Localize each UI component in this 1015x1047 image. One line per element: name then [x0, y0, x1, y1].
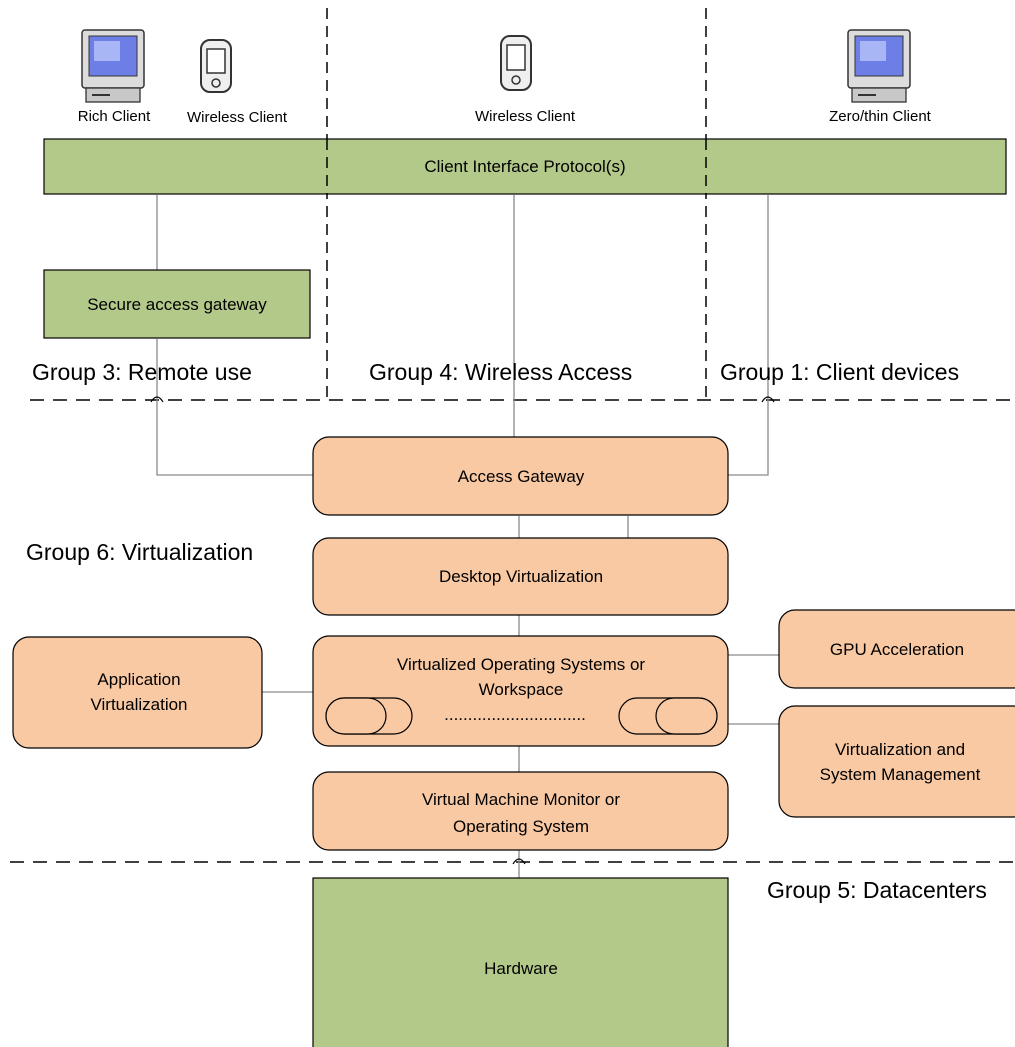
- wireless-client-left-label: Wireless Client: [187, 109, 288, 126]
- desktop-virtualization-box: [312, 537, 729, 616]
- zero-thin-client-label: Zero/thin Client: [829, 108, 932, 125]
- connectors: [156, 195, 780, 878]
- application-virtualization-label-line1: Application: [97, 670, 180, 689]
- hardware-box: [312, 877, 729, 1047]
- desktop-computer-icon: [847, 29, 911, 103]
- connector-client-path: [728, 195, 769, 476]
- virtualized-os-label-line2: Workspace: [479, 680, 564, 699]
- hop-mark: [761, 396, 775, 403]
- system-management-box: [778, 705, 1015, 818]
- hop-mark: [150, 396, 164, 403]
- workspace-capsule-right: [618, 697, 718, 735]
- gpu-acceleration-label: GPU Acceleration: [830, 640, 964, 659]
- access-gateway-label: Access Gateway: [458, 467, 585, 486]
- vmm-box: [312, 771, 729, 851]
- wireless-client-center-label: Wireless Client: [475, 108, 576, 125]
- group1-label: Group 1: Client devices: [720, 359, 959, 385]
- handheld-device-icon: [200, 39, 232, 93]
- system-management-label-line1: Virtualization and: [835, 740, 965, 759]
- crossing-hops: [150, 396, 775, 865]
- desktop-computer-icon: [81, 29, 145, 103]
- group6-label: Group 6: Virtualization: [26, 539, 253, 565]
- secure-access-gateway-label: Secure access gateway: [87, 295, 267, 314]
- secure-access-gateway-box: [43, 269, 311, 339]
- hop-mark: [512, 858, 526, 865]
- vmm-label-line2: Operating System: [453, 817, 589, 836]
- application-virtualization-box: [12, 636, 263, 749]
- workspace-capsule-left: [325, 697, 413, 735]
- group4-label: Group 4: Wireless Access: [369, 359, 632, 385]
- rich-client-label: Rich Client: [78, 108, 151, 125]
- gpu-acceleration-box: [778, 609, 1015, 689]
- application-virtualization-label-line2: Virtualization: [90, 695, 187, 714]
- group3-label: Group 3: Remote use: [32, 359, 252, 385]
- vmm-label-line1: Virtual Machine Monitor or: [422, 790, 620, 809]
- hardware-label: Hardware: [484, 959, 558, 978]
- access-gateway-box: [312, 436, 729, 516]
- group5-label: Group 5: Datacenters: [767, 877, 987, 903]
- virtualized-os-label-line1: Virtualized Operating Systems or: [397, 655, 646, 674]
- system-management-label-line2: System Management: [820, 765, 981, 784]
- client-interface-bar: [43, 138, 1007, 195]
- desktop-virtualization-label: Desktop Virtualization: [439, 567, 603, 586]
- connector-remote-to-gateway: [156, 339, 315, 476]
- workspace-ellipsis: ..............................: [444, 705, 586, 724]
- client-interface-label: Client Interface Protocol(s): [424, 157, 625, 176]
- handheld-device-icon: [500, 35, 532, 91]
